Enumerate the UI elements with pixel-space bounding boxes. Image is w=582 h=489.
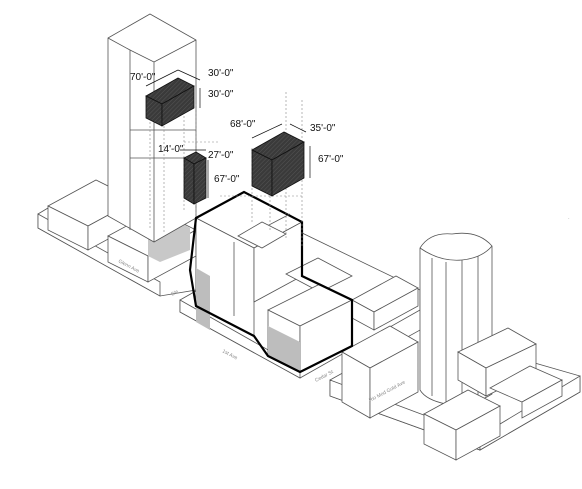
center-back-building	[351, 275, 419, 331]
dark-volume-upper-left	[145, 77, 195, 127]
dark-volume-small	[183, 151, 207, 205]
right-low-building-3	[423, 389, 501, 461]
dim-label-small-height: 67'-0"	[214, 174, 240, 185]
left-tall-tower	[107, 13, 197, 243]
dimension-lines	[145, 69, 311, 198]
dim-label-right-height: 67'-0"	[318, 154, 344, 165]
dim-label-small-length: 14'-0"	[158, 144, 184, 155]
dim-label-tower-width: 30'-0"	[208, 68, 234, 79]
right-corner-building	[341, 325, 419, 419]
dim-label-tower-length: 70'-0"	[130, 72, 156, 83]
street-label-left-edge: Cle	[170, 289, 180, 298]
street-label-1st-ave: 1st Ave	[221, 348, 238, 361]
edge-mark: ·	[568, 216, 570, 222]
dim-label-small-width: 27'-0"	[208, 150, 234, 161]
project-site-massing	[188, 190, 354, 374]
dim-label-right-width: 35'-0"	[310, 123, 336, 134]
dim-label-right-length: 68'-0"	[230, 119, 256, 130]
dim-label-tower-height: 30'-0"	[208, 89, 234, 100]
right-low-building-2	[489, 365, 563, 419]
dark-volume-right	[251, 131, 305, 197]
